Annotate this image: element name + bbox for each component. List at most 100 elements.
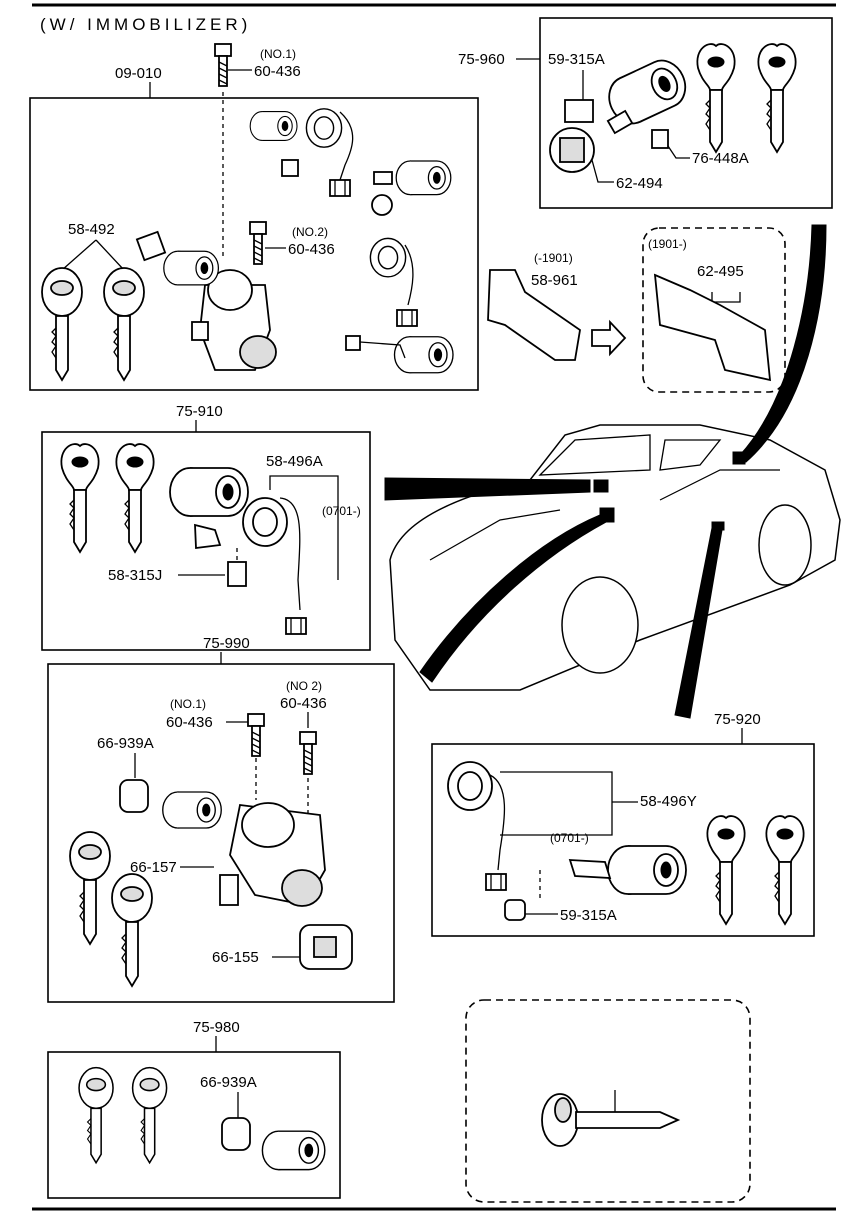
clip-icon xyxy=(504,899,526,921)
box-09-010 xyxy=(29,97,479,391)
retainer-icon xyxy=(119,779,149,813)
label-60-436-b2: 60-436 xyxy=(280,695,327,712)
label-58-315J: 58-315J xyxy=(108,567,162,584)
label-66-939A: 66-939A xyxy=(97,735,154,752)
label-60-436-no2: 60-436 xyxy=(288,241,335,258)
key-icon xyxy=(131,1066,168,1164)
bracket-icon xyxy=(653,273,772,382)
label-75-980: 75-980 xyxy=(193,1019,240,1036)
group-75-920: 75-920 58-496Y (0701-) 59-315A xyxy=(431,711,815,937)
group-75-980: 75-980 66-939A xyxy=(47,1019,341,1199)
wheel-icon xyxy=(758,504,812,586)
label-59-315A-b: 59-315A xyxy=(560,907,617,924)
tag-1901-plus: (1901-) xyxy=(648,237,687,251)
label-75-910: 75-910 xyxy=(176,403,223,420)
label-58-496A: 58-496A xyxy=(266,453,323,470)
box-1901 xyxy=(642,227,786,393)
group-75-990: 75-990 (NO.1) 60-436 (NO 2) 60-436 66-93… xyxy=(47,635,395,1003)
group-58-961: (-1901) 58-961 xyxy=(487,251,627,361)
door-cylinder-icon xyxy=(169,467,249,517)
pointer-75-990 xyxy=(419,514,607,683)
label-66-157: 66-157 xyxy=(130,859,177,876)
bolt-no1-icon xyxy=(247,713,265,757)
key-icon xyxy=(696,43,736,153)
ring-icon xyxy=(371,194,393,216)
label-58-961: 58-961 xyxy=(531,272,578,289)
key-icon xyxy=(706,815,746,925)
key-icon xyxy=(60,443,100,553)
label-59-315A: 59-315A xyxy=(548,51,605,68)
tag-no2-b: (NO 2) xyxy=(286,679,322,693)
connector-icon xyxy=(485,873,507,891)
bolt-no2-icon xyxy=(249,221,267,265)
box-75-910 xyxy=(41,431,371,651)
group-1901: (1901-) 62-495 xyxy=(642,227,786,393)
pointer-75-910 xyxy=(384,477,591,501)
key-icon xyxy=(41,267,83,381)
label-76-448A: 76-448A xyxy=(692,150,749,167)
bracket-icon xyxy=(487,269,581,361)
retainer-icon xyxy=(135,230,167,262)
coil-icon xyxy=(369,237,407,278)
label-66-155: 66-155 xyxy=(212,949,259,966)
lock-cylinder-icon xyxy=(162,791,222,829)
key-icon xyxy=(69,831,111,945)
door-cylinder-icon xyxy=(395,160,452,196)
label-60-436-b1: 60-436 xyxy=(166,714,213,731)
label-60-436-no1: 60-436 xyxy=(254,63,301,80)
key-icon xyxy=(78,1066,114,1164)
clip-icon xyxy=(651,129,669,149)
retainer-icon xyxy=(221,1117,251,1151)
label-58-496Y: 58-496Y xyxy=(640,793,697,810)
clip-icon xyxy=(219,874,239,906)
key-icon xyxy=(111,873,153,987)
label-75-990: 75-990 xyxy=(203,635,250,652)
tag-no1-b: (NO.1) xyxy=(170,697,206,711)
box-key-blank xyxy=(465,999,751,1203)
group-09-010: 09-010 (NO.1) 60-436 (NO.2) 60-436 58-49… xyxy=(29,43,479,391)
coil-icon xyxy=(447,761,493,811)
pointer-75-960 xyxy=(739,224,827,463)
box-75-920 xyxy=(431,743,815,937)
key-icon xyxy=(115,443,155,553)
key-icon xyxy=(757,43,797,153)
tag-no2: (NO.2) xyxy=(292,225,328,239)
tag-no1: (NO.1) xyxy=(260,47,296,61)
lock-cylinder-icon xyxy=(163,250,220,286)
label-75-920: 75-920 xyxy=(714,711,761,728)
label-66-939A-b: 66-939A xyxy=(200,1074,257,1091)
key-icon xyxy=(103,267,145,381)
clip-icon xyxy=(191,321,209,341)
key-icon xyxy=(765,815,805,925)
lever-icon xyxy=(373,171,393,185)
diagram-title: (W/ IMMOBILIZER) xyxy=(40,15,251,34)
tag-0701-a: (0701-) xyxy=(322,504,361,518)
wheel-icon xyxy=(561,576,639,674)
label-09-010: 09-010 xyxy=(115,65,162,82)
car-illustration xyxy=(384,224,841,719)
group-75-910: 75-910 58-496A (0701-) 58-315J xyxy=(41,403,371,651)
trunk-cylinder-icon xyxy=(607,845,687,895)
clip-icon xyxy=(227,561,247,587)
label-62-494: 62-494 xyxy=(616,175,663,192)
group-key-blank xyxy=(465,999,751,1203)
bolt-no1-icon xyxy=(214,43,232,87)
lock-cylinder-icon xyxy=(261,1130,326,1171)
label-75-960: 75-960 xyxy=(458,51,505,68)
connector-icon xyxy=(396,309,418,327)
coil-icon xyxy=(242,497,288,547)
connector-icon xyxy=(329,179,351,197)
group-75-960: 75-960 59-315A 62-494 76-448A xyxy=(458,17,833,209)
pointer-75-920 xyxy=(674,527,723,719)
connector-icon xyxy=(285,617,307,635)
box-75-980 xyxy=(47,1051,341,1199)
clip-icon xyxy=(281,159,299,177)
box-75-960 xyxy=(539,17,833,209)
arrow-icon xyxy=(591,319,627,357)
label-58-492: 58-492 xyxy=(68,221,115,238)
bolt-no2-icon xyxy=(299,731,317,775)
lever-icon xyxy=(564,99,594,123)
cylinder-small-icon xyxy=(249,111,298,141)
